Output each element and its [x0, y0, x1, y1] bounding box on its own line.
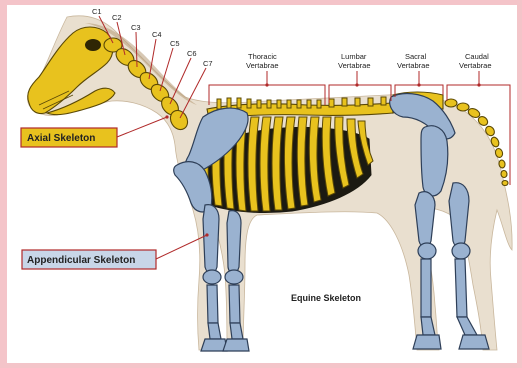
label-lumbar-line2: Vertabrae — [338, 61, 371, 70]
hock-back — [452, 243, 470, 259]
label-thoracic-line1: Thoracic — [248, 52, 277, 61]
fore-cannon-front — [207, 285, 218, 323]
figure-title: Equine Skeleton — [291, 293, 361, 303]
fore-pastern-front — [208, 323, 221, 339]
label-c1: C1 — [92, 7, 102, 16]
label-c4: C4 — [152, 30, 162, 39]
fore-pastern-back — [230, 323, 243, 339]
fore-radius-back — [227, 211, 241, 273]
appendicular-skeleton-label: Appendicular Skeleton — [27, 255, 135, 266]
fore-radius-front — [203, 205, 219, 273]
label-c2: C2 — [112, 13, 122, 22]
label-sacral-line1: Sacral — [405, 52, 427, 61]
label-lumbar-line1: Lumbar — [341, 52, 367, 61]
hock-front — [418, 243, 436, 259]
hind-hoof-back — [459, 335, 489, 349]
label-sacral-line2: Vertabrae — [397, 61, 430, 70]
label-thoracic-line2: Vertabrae — [246, 61, 279, 70]
hind-hoof-front — [413, 335, 441, 349]
axial-skeleton-label: Axial Skeleton — [27, 133, 95, 144]
fore-knee-back — [225, 270, 243, 284]
label-c5: C5 — [170, 39, 180, 48]
equine-skeleton-diagram: C1 C2 C3 C4 C5 C6 C7 Thoracic Vertabrae … — [7, 5, 517, 363]
label-caudal-line1: Caudal — [465, 52, 489, 61]
eye-socket — [85, 39, 101, 51]
fore-knee-front — [203, 270, 221, 284]
label-c6: C6 — [187, 49, 197, 58]
fore-hoof-back — [223, 339, 249, 351]
appendicular-skeleton-callout: Appendicular Skeleton — [22, 233, 209, 269]
label-c3: C3 — [131, 23, 141, 32]
hind-cannon-back — [455, 259, 467, 317]
diagram-canvas: C1 C2 C3 C4 C5 C6 C7 Thoracic Vertabrae … — [7, 5, 517, 363]
hind-cannon-front — [421, 259, 431, 317]
axial-skeleton-callout: Axial Skeleton — [21, 115, 169, 147]
hind-pastern-back — [457, 317, 477, 335]
label-c7: C7 — [203, 59, 213, 68]
fore-cannon-back — [229, 285, 240, 323]
label-caudal-line2: Vertabrae — [459, 61, 492, 70]
